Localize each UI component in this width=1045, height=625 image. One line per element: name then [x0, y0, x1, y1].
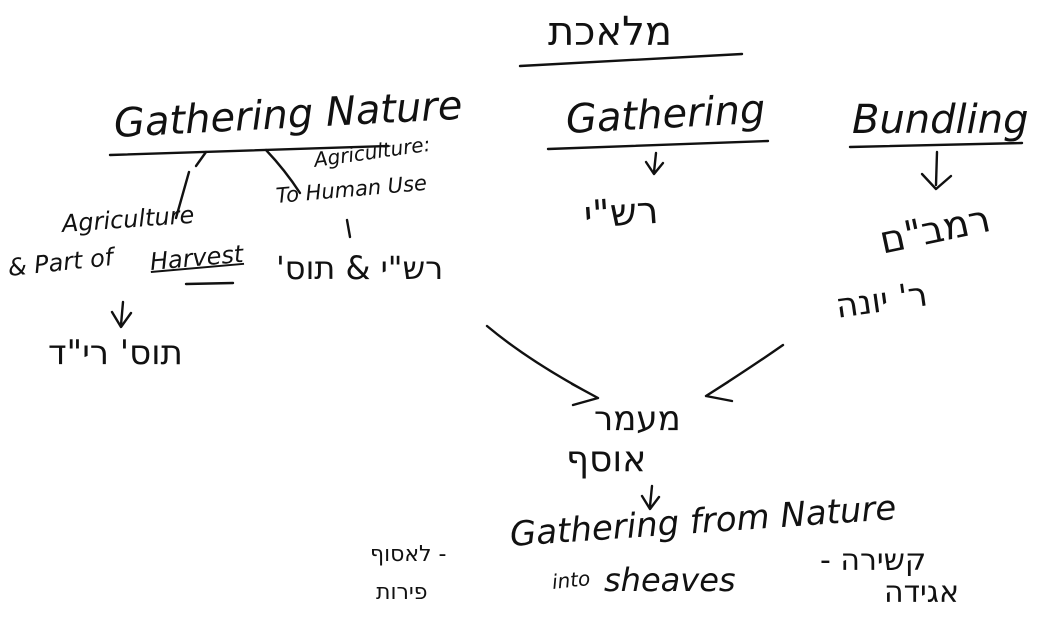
center-hebrew: רש"י [582, 187, 660, 237]
left-down-arrow [110, 300, 133, 329]
bottom-right-note-line1: קשירה - [820, 543, 927, 578]
branch-b-tick [345, 218, 352, 239]
title-underline [518, 52, 744, 68]
branch-line-right [264, 148, 302, 195]
bottom-english-sheaves: sheaves [604, 561, 736, 599]
bottom-hebrew-line1: מעמר [594, 399, 681, 439]
bottom-down-arrow [640, 484, 661, 511]
bottom-english-into: into [550, 566, 592, 594]
bottom-hebrew-line2: אוסף [566, 439, 647, 480]
center-down-arrow [644, 151, 665, 176]
bottom-left-note-line2: פירות [376, 580, 428, 605]
title-hebrew: מלאכת [548, 9, 673, 55]
gathering-heading: Gathering [564, 86, 767, 143]
branch-a-hebrew: תוס' רי"ד [48, 333, 183, 373]
harvest-underline [184, 281, 235, 286]
gathering-underline [546, 139, 770, 151]
arrow-from-gathering [485, 324, 600, 407]
right-down-arrow [920, 150, 953, 191]
bottom-left-note-line1: - לאסוף [370, 542, 447, 567]
branch-line-left [174, 150, 208, 220]
bottom-right-note-line2: אגידה [884, 575, 960, 610]
gathering-nature-underline [108, 144, 390, 157]
bundling-underline [848, 141, 1024, 149]
branch-b-hebrew: רש"י & תוס' [276, 249, 444, 287]
bundling-heading: Bundling [852, 97, 1029, 143]
arrow-from-bundling [704, 343, 785, 403]
